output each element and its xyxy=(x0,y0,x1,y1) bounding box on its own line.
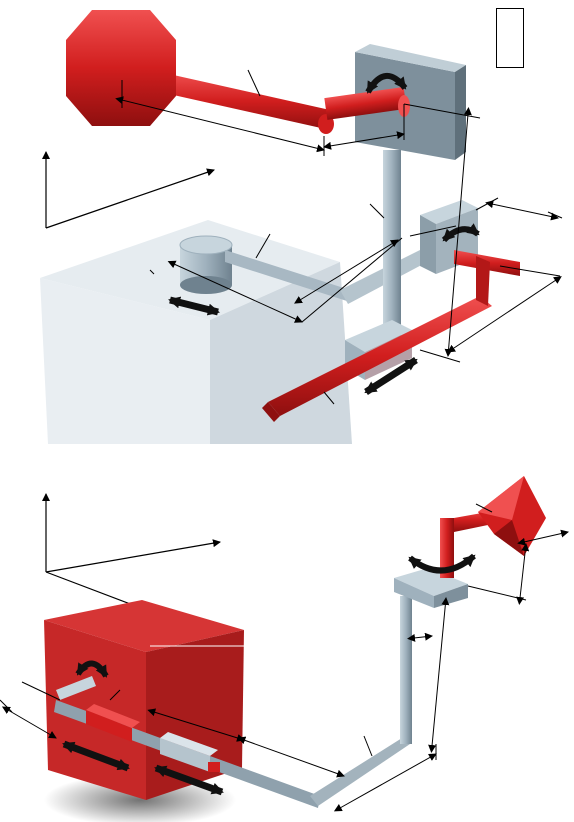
translation-arrow-icon xyxy=(154,764,224,796)
slider-red xyxy=(86,704,140,742)
red-link-lower xyxy=(262,296,492,422)
axes-icon xyxy=(42,493,221,617)
top-panel xyxy=(40,10,563,444)
red-end-effector xyxy=(478,476,546,556)
axes-icon xyxy=(42,151,215,229)
vertical-column xyxy=(383,150,401,340)
rotation-arrow-icon xyxy=(408,553,476,574)
legend-box xyxy=(496,8,524,68)
translation-arrow-icon xyxy=(62,740,130,772)
red-end-effector xyxy=(66,10,176,126)
translation-arrow-icon xyxy=(364,357,418,395)
rotation-arrow-icon xyxy=(365,73,408,94)
base-cylinder xyxy=(179,235,233,294)
dimension-lines xyxy=(115,69,563,405)
red-link-right xyxy=(454,250,520,306)
rotation-arrow-icon xyxy=(75,660,109,678)
dimension-lines xyxy=(0,503,569,812)
bottom-panel xyxy=(0,476,569,822)
